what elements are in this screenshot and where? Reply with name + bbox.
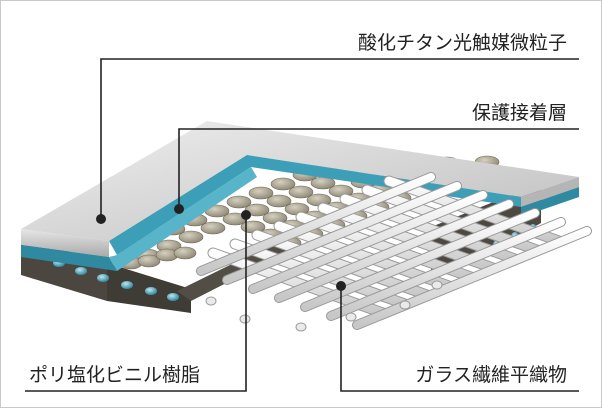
leader-pvc	[25, 215, 247, 392]
label-photocatalyst: 酸化チタン光触媒微粒子	[358, 32, 567, 54]
leader-adhesive	[178, 128, 579, 209]
label-adhesive: 保護接着層	[472, 102, 567, 124]
leader-photocatalyst	[100, 58, 579, 219]
leader-dots	[96, 204, 346, 291]
leader-glass-fabric	[340, 286, 579, 392]
leader-lines	[25, 58, 579, 392]
titanium-oxide-layer	[21, 121, 579, 257]
label-pvc: ポリ塩化ビニル樹脂	[29, 364, 200, 386]
label-glass-fabric: ガラス繊維平織物	[415, 364, 567, 386]
glass-fiber-fabric	[196, 172, 592, 332]
